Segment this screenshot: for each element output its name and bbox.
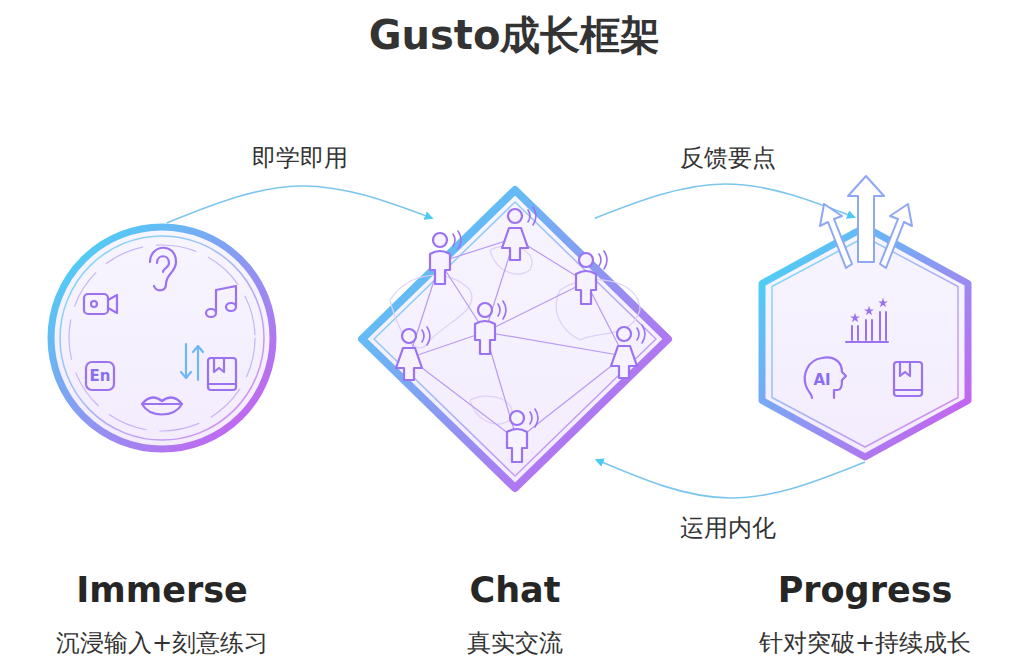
hexagon-outline (757, 222, 973, 462)
node-heading: Immerse (0, 568, 332, 612)
book-icon (208, 358, 236, 390)
network-lines (409, 238, 624, 440)
node-heading: Chat (345, 568, 685, 612)
node-heading: Progress (695, 568, 1029, 612)
flow-arrow (595, 184, 854, 218)
growth-arrows (820, 176, 912, 268)
edge-label: 运用内化 (677, 513, 779, 543)
ear-icon (150, 248, 176, 291)
circle-node: Immerse沉浸输入+刻意练习 (47, 223, 277, 453)
node-subtitle: 真实交流 (345, 626, 685, 660)
english-icon (86, 362, 114, 390)
video-icon (84, 294, 117, 314)
swap-arrows (181, 344, 203, 380)
ai-icon-label: AI (813, 373, 830, 388)
circle-outline (47, 223, 277, 453)
ai-head-icon (805, 358, 846, 398)
flow-arrow (597, 460, 866, 498)
edge-label: 即学即用 (249, 143, 351, 173)
person-icon (475, 301, 506, 354)
book-icon (894, 362, 922, 396)
node-subtitle: 沉浸输入+刻意练习 (0, 626, 332, 660)
diagram-title: Gusto成长框架 (0, 8, 1029, 63)
flow-arrow (167, 186, 432, 223)
person-icon (430, 231, 461, 284)
person-icon (396, 327, 430, 380)
bar-chart-icon (846, 298, 888, 342)
english-icon-label: En (90, 369, 111, 384)
node-caption: Chat 真实交流 (345, 568, 685, 660)
node-caption: Immerse 沉浸输入+刻意练习 (0, 568, 332, 660)
person-icon (507, 409, 538, 462)
edge-label: 反馈要点 (677, 143, 779, 173)
person-icon (502, 207, 536, 260)
dashed-ring (69, 245, 255, 431)
diamond-node: Chat真实交流 (352, 180, 678, 498)
music-icon (206, 286, 236, 317)
lips-icon (142, 398, 182, 415)
world-map (390, 246, 640, 424)
diamond-outline (352, 180, 678, 498)
person-icon (611, 325, 645, 378)
node-subtitle: 针对突破+持续成长 (695, 626, 1029, 660)
person-icon (576, 251, 607, 304)
node-caption: Progress 针对突破+持续成长 (695, 568, 1029, 660)
hexagon-node: Progress针对突破+持续成长 (757, 222, 973, 462)
